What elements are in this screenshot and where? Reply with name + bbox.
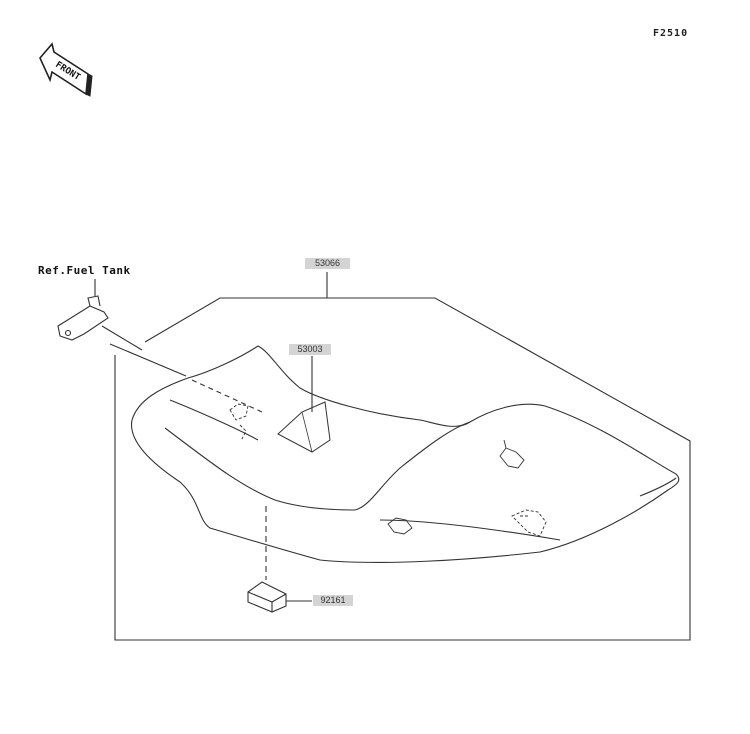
seat-illustration [131, 345, 680, 563]
part-number-92161[interactable]: 92161 [313, 595, 353, 606]
reference-label-fuel-tank: Ref.Fuel Tank [38, 264, 131, 277]
front-arrow-icon: FRONT [39, 42, 93, 97]
damper-rubber-illustration [247, 506, 312, 613]
part-number-53003[interactable]: 53003 [289, 344, 331, 355]
fuel-tank-bracket [57, 279, 263, 413]
assembly-bracket [114, 272, 691, 641]
part-number-53066[interactable]: 53066 [305, 258, 350, 269]
diagram-code: F2510 [653, 28, 689, 39]
